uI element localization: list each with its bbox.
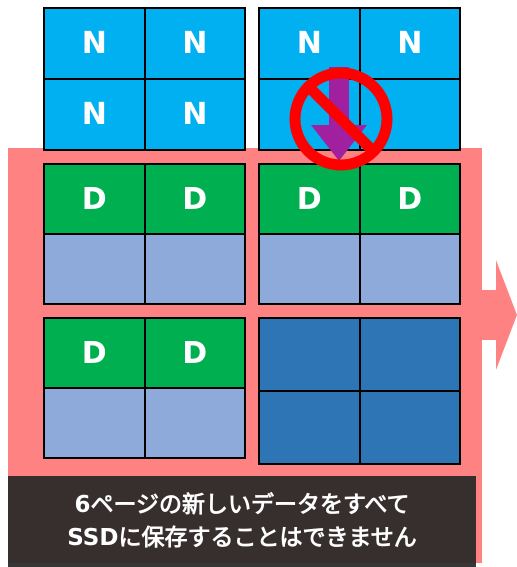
new-page-cell: N — [45, 9, 144, 78]
free-page-cell — [260, 235, 359, 303]
new-page-cell: N — [260, 9, 359, 78]
prohibit-icon — [289, 67, 393, 171]
new-page-cell: N — [145, 80, 244, 149]
ssd-block-low-right — [258, 317, 461, 465]
stale-page-cell — [360, 319, 459, 390]
stale-page-cell — [260, 392, 359, 463]
caption-line-2: SSDに保存することはできません — [67, 524, 417, 551]
stale-page-cell — [260, 319, 359, 390]
right-arrow-icon — [480, 260, 517, 370]
valid-data-cell: D — [145, 165, 244, 233]
new-data-block-left: N N N N — [43, 7, 246, 151]
stale-page-cell — [360, 392, 459, 463]
new-page-cell: N — [360, 9, 459, 78]
free-page-cell — [45, 235, 144, 303]
valid-data-cell: D — [145, 319, 244, 387]
ssd-block-mid-left: D D — [43, 163, 246, 305]
valid-data-cell: D — [45, 165, 144, 233]
ssd-block-mid-right: D D — [258, 163, 461, 305]
free-page-cell — [360, 235, 459, 303]
free-page-cell — [145, 389, 244, 457]
caption-line-1: 6ページの新しいデータをすべて — [74, 491, 410, 518]
new-page-cell: N — [45, 80, 144, 149]
valid-data-cell: D — [360, 165, 459, 233]
free-page-cell — [145, 235, 244, 303]
valid-data-cell: D — [260, 165, 359, 233]
free-page-cell — [45, 389, 144, 457]
new-page-cell: N — [145, 9, 244, 78]
caption-box: 6ページの新しいデータをすべて SSDに保存することはできません — [8, 476, 476, 567]
ssd-block-low-left: D D — [43, 317, 246, 459]
valid-data-cell: D — [45, 319, 144, 387]
